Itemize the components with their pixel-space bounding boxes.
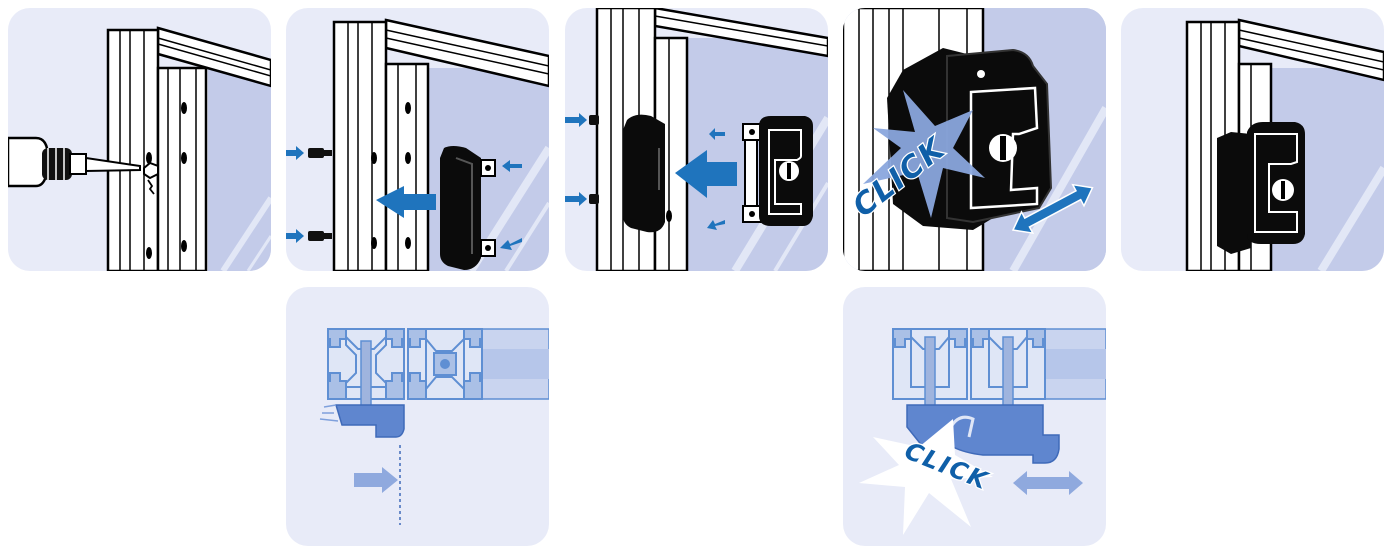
lock-cylinder-icon	[779, 161, 799, 181]
step-2-illustration	[286, 8, 549, 271]
screw-icon	[565, 113, 599, 206]
step-1-panel	[8, 8, 271, 271]
step-5-illustration	[1121, 8, 1384, 271]
step-5-panel	[1121, 8, 1384, 271]
lock-cylinder-icon	[989, 134, 1017, 162]
detail-a-panel	[286, 287, 549, 546]
step-1-illustration	[8, 8, 271, 271]
detail-b-illustration: CLICK	[843, 287, 1106, 546]
lock-cylinder-icon	[1272, 179, 1294, 201]
lock-part	[743, 116, 813, 226]
screw-icon	[308, 148, 332, 241]
step-4-panel: CLICK	[843, 8, 1106, 271]
step-2-panel	[286, 8, 549, 271]
double-arrow-icon	[1013, 471, 1083, 495]
detail-a-illustration	[286, 287, 549, 546]
aluminium-profile	[408, 329, 482, 399]
step-4-illustration: CLICK	[843, 8, 1106, 271]
push-arrow-icon	[286, 146, 304, 243]
step-3-panel	[565, 8, 828, 271]
push-arrow-icon	[354, 467, 398, 493]
step-3-illustration	[565, 8, 828, 271]
detail-b-panel: CLICK	[843, 287, 1106, 546]
